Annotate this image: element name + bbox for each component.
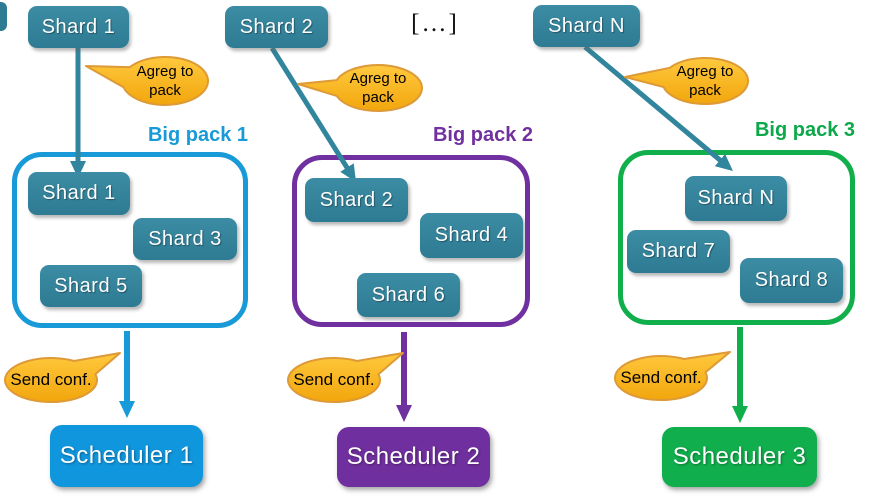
agreg-callout-bubble-1 bbox=[85, 55, 210, 106]
source-shard-1-box: Shard 1 bbox=[28, 6, 129, 48]
scheduler-2-box: Scheduler 2 bbox=[337, 427, 490, 487]
source-shard-n-box: Shard N bbox=[533, 5, 640, 47]
pack1-shard-3-box: Shard 3 bbox=[133, 218, 237, 260]
big-pack-3-outline bbox=[618, 150, 855, 325]
pack3-shard-8-box: Shard 8 bbox=[740, 258, 843, 303]
big-pack-3-title: Big pack 3 bbox=[754, 119, 855, 141]
pack2-shard-2-box: Shard 2 bbox=[305, 178, 408, 222]
big-pack-1-title: Big pack 1 bbox=[147, 124, 248, 146]
source-shard-2-box: Shard 2 bbox=[225, 6, 328, 48]
send-callout-bubble-2 bbox=[287, 352, 404, 404]
scheduler-1-box: Scheduler 1 bbox=[50, 425, 203, 487]
send-callout-bubble-1 bbox=[4, 352, 121, 404]
big-pack-2-title: Big pack 2 bbox=[432, 124, 533, 146]
agreg-callout-bubble-2 bbox=[297, 64, 423, 112]
cropped-shard-fragment bbox=[0, 2, 7, 31]
pack3-shard-7-box: Shard 7 bbox=[627, 230, 730, 273]
arrow-shardN-to-pack3 bbox=[583, 45, 733, 171]
big-pack-1-outline bbox=[12, 152, 248, 328]
big-pack-2-outline bbox=[292, 155, 530, 327]
send-callout-bubble-3 bbox=[614, 351, 731, 402]
ellipsis-label: […] bbox=[411, 10, 459, 37]
pack2-shard-6-box: Shard 6 bbox=[357, 273, 460, 317]
pack1-shard-5-box: Shard 5 bbox=[40, 265, 142, 307]
pack3-shard-n-box: Shard N bbox=[685, 176, 787, 221]
pack1-shard-1-box: Shard 1 bbox=[28, 172, 130, 215]
agreg-callout-bubble-3 bbox=[624, 57, 750, 105]
arrow-shard2-to-pack2 bbox=[269, 46, 357, 182]
scheduler-3-box: Scheduler 3 bbox=[662, 427, 817, 487]
pack2-shard-4-box: Shard 4 bbox=[420, 213, 523, 258]
